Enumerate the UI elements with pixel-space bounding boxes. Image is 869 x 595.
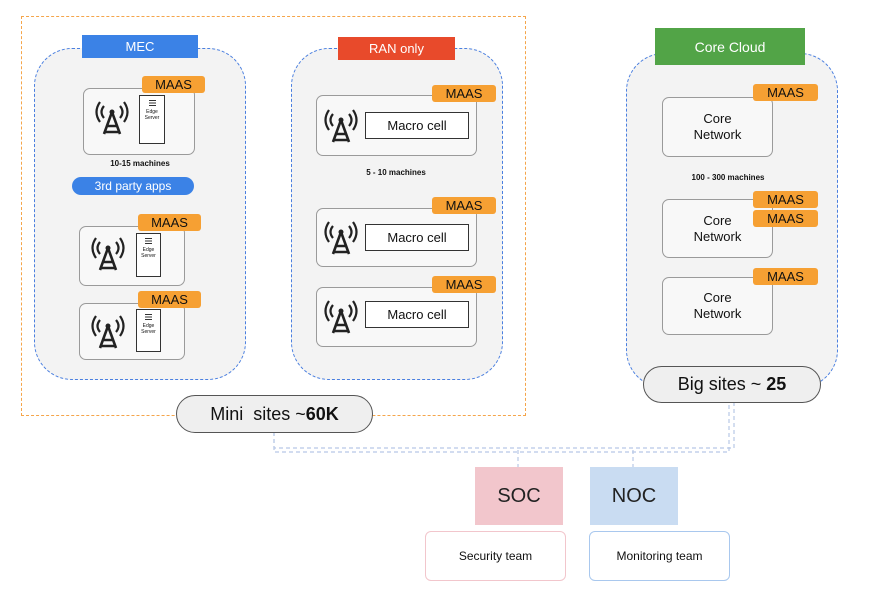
antenna-tower-icon [324, 109, 358, 143]
mec-machines-count: 10-15 machines [110, 159, 170, 168]
noc-box: NOC [590, 467, 678, 525]
third-party-apps-pill: 3rd party apps [72, 177, 194, 195]
core-machines-count: 100 - 300 machines [691, 173, 765, 182]
ran-label: RAN only [338, 37, 455, 60]
edge-server-icon: Edge Server [136, 309, 161, 352]
maas-badge: MAAS [142, 76, 205, 93]
maas-badge: MAAS [138, 214, 201, 231]
core-network-box: Core Network [662, 97, 773, 157]
core-network-box: Core Network [662, 277, 773, 335]
core-cloud-label: Core Cloud [655, 28, 805, 65]
soc-box: SOC [475, 467, 563, 525]
antenna-tower-icon [95, 101, 129, 135]
maas-badge: MAAS [138, 291, 201, 308]
mini-sites-prefix: Mini sites ~ [210, 403, 306, 424]
mini-sites-pill: Mini sites ~60K [176, 395, 373, 433]
big-sites-pill: Big sites ~ 25 [643, 366, 821, 403]
antenna-tower-icon [91, 237, 125, 271]
mec-label: MEC [82, 35, 198, 58]
mec-site-card [79, 303, 185, 360]
maas-badge: MAAS [753, 84, 818, 101]
big-sites-count: 25 [766, 374, 787, 394]
maas-badge: MAAS [432, 197, 496, 214]
macro-cell-box: Macro cell [365, 224, 469, 251]
maas-badge: MAAS [753, 210, 818, 227]
security-team-box: Security team [425, 531, 566, 581]
mec-site-card [79, 226, 185, 286]
macro-cell-box: Macro cell [365, 301, 469, 328]
macro-cell-box: Macro cell [365, 112, 469, 139]
maas-badge: MAAS [753, 191, 818, 208]
maas-badge: MAAS [432, 85, 496, 102]
antenna-tower-icon [91, 315, 125, 349]
antenna-tower-icon [324, 300, 358, 334]
antenna-tower-icon [324, 221, 358, 255]
edge-server-icon: Edge Server [136, 233, 161, 277]
ran-machines-count: 5 - 10 machines [366, 168, 426, 177]
maas-badge: MAAS [753, 268, 818, 285]
monitoring-team-box: Monitoring team [589, 531, 730, 581]
maas-badge: MAAS [432, 276, 496, 293]
edge-server-icon: Edge Server [139, 95, 165, 144]
core-network-box: Core Network [662, 199, 773, 258]
mini-sites-count: 60K [305, 403, 339, 424]
big-sites-prefix: Big sites ~ [677, 374, 767, 394]
